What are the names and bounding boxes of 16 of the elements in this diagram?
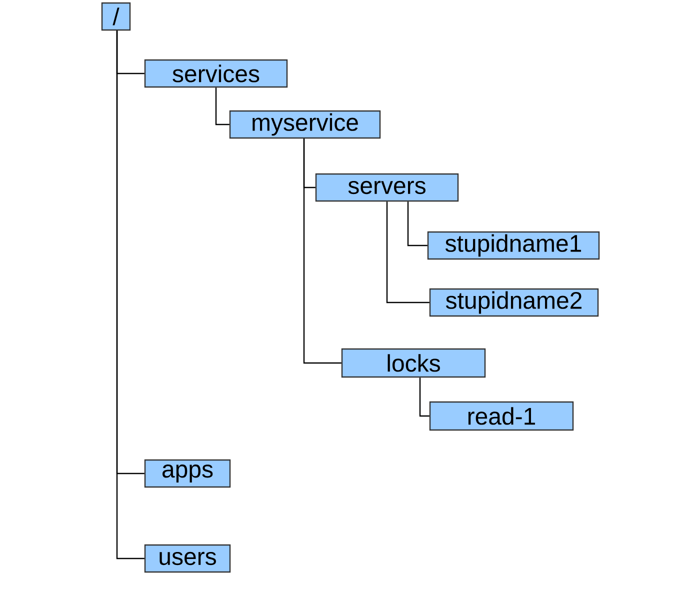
folder-box: apps [144, 459, 231, 488]
folder-box: services [144, 59, 288, 88]
tree-line [303, 138, 342, 364]
tree-line [215, 88, 230, 126]
folder-box: myservice [229, 110, 381, 139]
folder-box: stupidname1 [427, 231, 600, 260]
folder-box: locks [341, 348, 486, 378]
tree-line [116, 30, 144, 560]
folder-box: stupidname2 [429, 288, 599, 317]
tree-line [386, 202, 430, 304]
folder-box: servers [315, 173, 459, 202]
tree-line [419, 378, 430, 417]
tree-line [407, 202, 428, 246]
folder-box: users [144, 544, 231, 573]
folder-box: read-1 [429, 401, 574, 431]
folder-box: / [101, 2, 131, 31]
